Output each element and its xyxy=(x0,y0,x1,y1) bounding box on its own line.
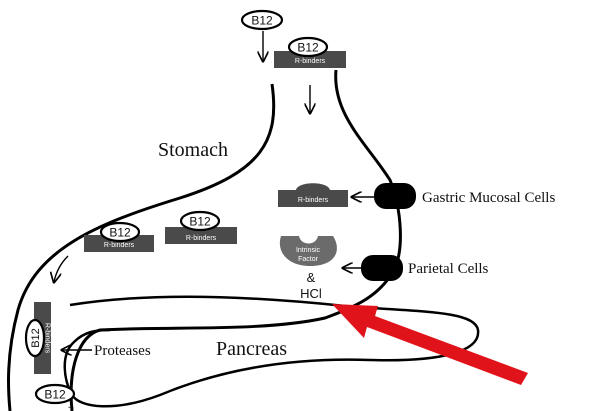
svg-text:Factor: Factor xyxy=(298,256,319,263)
hcl-label: HCl xyxy=(300,286,322,301)
b12-free-bottom: B12 + xyxy=(34,383,76,411)
b12-r-binder-complex-duodenum: R-binders B12 xyxy=(24,302,51,374)
intrinsic-factor: Intrinsic Factor xyxy=(279,236,337,266)
svg-text:B12: B12 xyxy=(44,388,66,402)
arrow-to-duodenum xyxy=(54,255,69,282)
svg-text:B12: B12 xyxy=(30,328,42,348)
svg-text:R-binders: R-binders xyxy=(186,235,217,242)
svg-text:B12: B12 xyxy=(109,226,131,240)
b12-r-binder-complex-left: R-binders B12 xyxy=(84,221,154,252)
gastric-mucosal-cell xyxy=(374,183,416,209)
svg-text:B12: B12 xyxy=(297,41,319,55)
b12-r-binder-complex-right: R-binders B12 xyxy=(165,210,237,244)
svg-text:R-binders: R-binders xyxy=(298,197,329,204)
stomach-outer-wall xyxy=(6,83,276,411)
svg-text:R-binders: R-binders xyxy=(104,242,135,249)
ampersand-label: & xyxy=(307,270,316,285)
b12-r-binder-complex-top: R-binders B12 xyxy=(274,36,346,68)
pancreas-outline xyxy=(63,295,480,408)
svg-text:Intrinsic: Intrinsic xyxy=(296,247,321,254)
r-binder-secreted: R-binders xyxy=(278,183,348,207)
gastric-mucosal-cells-label: Gastric Mucosal Cells xyxy=(422,190,555,206)
svg-text:B12: B12 xyxy=(251,14,273,28)
svg-text:R-binders: R-binders xyxy=(295,58,326,65)
svg-text:R-binders: R-binders xyxy=(44,323,51,354)
b12-free-top: B12 xyxy=(240,9,284,31)
svg-text:+: + xyxy=(68,403,74,411)
parietal-cell xyxy=(361,255,403,281)
stomach-label: Stomach xyxy=(158,139,228,161)
red-arrow-icon xyxy=(332,304,528,385)
svg-text:B12: B12 xyxy=(189,215,211,229)
parietal-cells-label: Parietal Cells xyxy=(408,261,489,277)
proteases-label: Proteases xyxy=(94,343,151,359)
pancreas-label: Pancreas xyxy=(216,338,287,360)
